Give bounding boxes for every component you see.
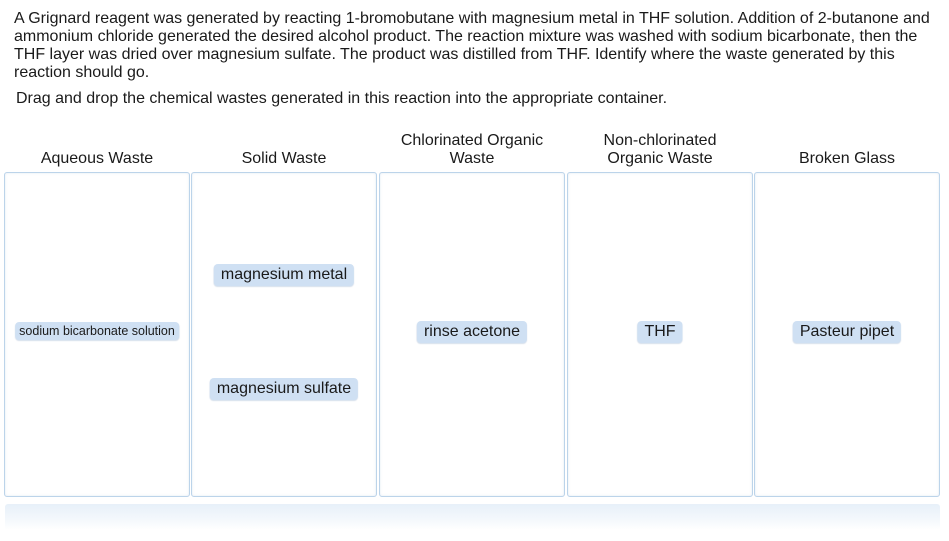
chip-pasteur-pipet[interactable]: Pasteur pipet: [792, 321, 902, 343]
chip-thf[interactable]: THF: [637, 321, 683, 343]
chip-magnesium-sulfate[interactable]: magnesium sulfate: [209, 378, 359, 400]
bin-header-label: Non-chlorinated Organic Waste: [603, 132, 717, 167]
drop-zone-chlorinated-organic-waste[interactable]: rinse acetone: [379, 172, 565, 497]
bin-header-label: Aqueous Waste: [40, 150, 154, 167]
bin-header: Chlorinated Organic Waste: [379, 126, 565, 168]
drop-zone-non-chlorinated-organic-waste[interactable]: THF: [567, 172, 753, 497]
bin-header-label: Broken Glass: [798, 150, 896, 167]
bin-non-chlorinated-organic-waste: Non-chlorinated Organic Waste THF: [567, 126, 753, 497]
item-tray[interactable]: [5, 504, 940, 530]
bin-aqueous-waste: Aqueous Waste sodium bicarbonate solutio…: [4, 126, 190, 497]
drop-zone-broken-glass[interactable]: Pasteur pipet: [754, 172, 940, 497]
bin-header-label: Chlorinated Organic Waste: [400, 132, 544, 167]
waste-bins: Aqueous Waste sodium bicarbonate solutio…: [4, 126, 940, 497]
instruction-text: Drag and drop the chemical wastes genera…: [16, 90, 668, 107]
bin-header: Solid Waste: [191, 126, 377, 168]
bin-header: Aqueous Waste: [4, 126, 190, 168]
drop-zone-aqueous-waste[interactable]: sodium bicarbonate solution: [4, 172, 190, 497]
question-text: A Grignard reagent was generated by reac…: [14, 10, 930, 81]
chip-rinse-acetone[interactable]: rinse acetone: [416, 321, 528, 343]
drop-zone-solid-waste[interactable]: magnesium metal magnesium sulfate: [191, 172, 377, 497]
bin-header: Broken Glass: [754, 126, 940, 168]
chip-sodium-bicarbonate-solution[interactable]: sodium bicarbonate solution: [15, 322, 179, 340]
bin-header: Non-chlorinated Organic Waste: [567, 126, 753, 168]
bin-broken-glass: Broken Glass Pasteur pipet: [754, 126, 940, 497]
bin-solid-waste: Solid Waste magnesium metal magnesium su…: [191, 126, 377, 497]
bin-chlorinated-organic-waste: Chlorinated Organic Waste rinse acetone: [379, 126, 565, 497]
chip-magnesium-metal[interactable]: magnesium metal: [213, 264, 355, 286]
bin-header-label: Solid Waste: [241, 150, 327, 167]
